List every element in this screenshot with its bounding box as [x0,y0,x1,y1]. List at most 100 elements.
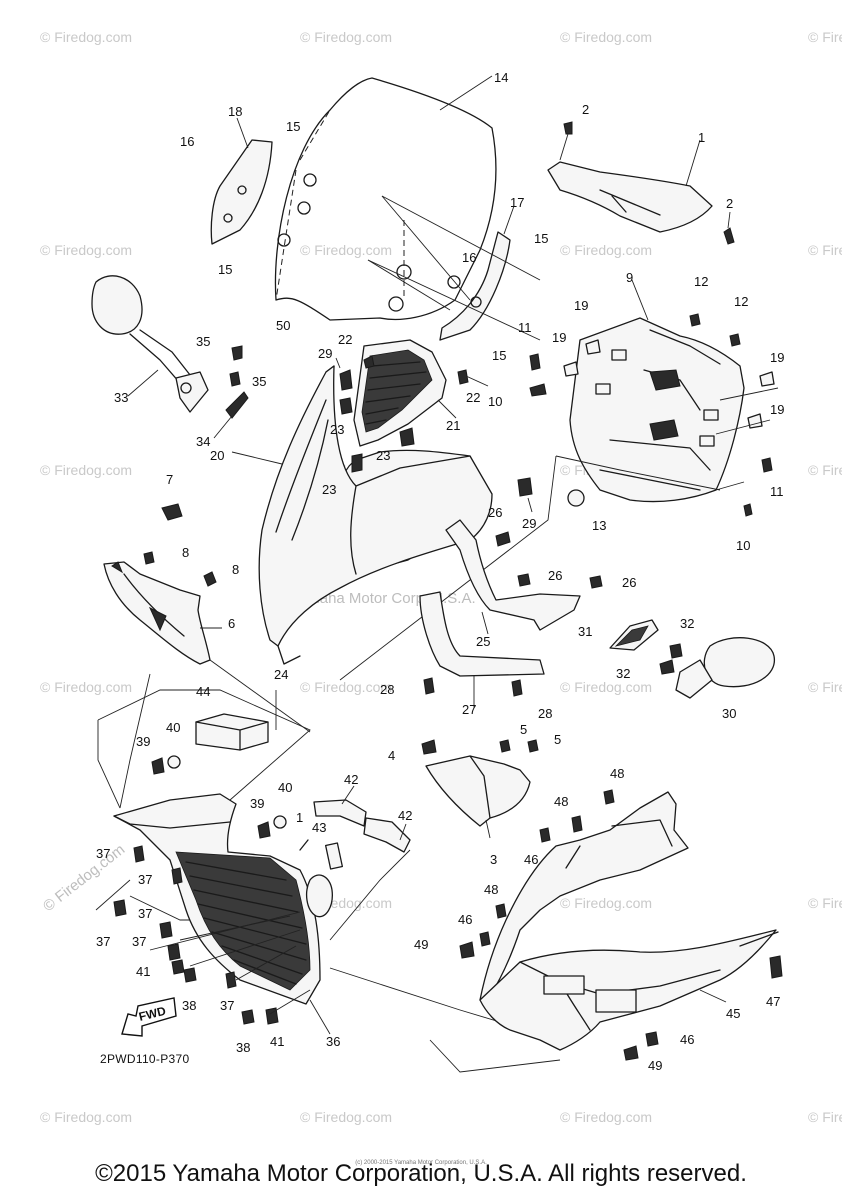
callout-label: 40 [278,780,292,795]
watermark: © Firedog.com [560,242,652,258]
callout-labels: 14 2 1 2 18 15 16 15 17 15 16 9 12 12 19… [96,70,784,1073]
callout-label: 23 [322,482,336,497]
watermark: © Firedog.com [560,29,652,45]
callout-label: 15 [218,262,232,277]
callout-label: 12 [734,294,748,309]
callout-label: 15 [492,348,506,363]
watermark: © Firedog.com [560,1109,652,1125]
callout-label: 44 [196,684,210,699]
callout-label: 19 [770,402,784,417]
watermark: © Firedog.com [808,679,842,695]
callout-label: 3 [490,852,497,867]
watermark: © Firedog.com [300,29,392,45]
mirror-right [609,619,775,699]
center-cover [421,739,539,839]
side-panel-left [103,503,222,665]
callout-label: 26 [548,568,562,583]
watermark: © Firedog.com [808,29,842,45]
callout-label: 15 [534,231,548,246]
callout-label: 24 [274,667,288,682]
callout-label: 37 [96,934,110,949]
fwd-label: FWD [137,1004,167,1024]
callout-label: 47 [766,994,780,1009]
callout-label: 48 [554,794,568,809]
callout-label: 1 [698,130,705,145]
diagram-code: 2PWD110-P370 [100,1052,190,1066]
callout-label: 48 [610,766,624,781]
callout-label: 48 [484,882,498,897]
windscreen-bracket [367,195,541,341]
windscreen [274,75,497,321]
cowl-clips [335,355,533,513]
watermark: © Firedog.com [40,29,132,45]
watermark: © Firedog.com [808,895,842,911]
callout-label: 42 [344,772,358,787]
mirror-left [91,275,209,413]
callout-label: 41 [270,1034,284,1049]
headlight-unit [353,339,457,447]
callout-label: 9 [626,270,633,285]
callout-label: 37 [96,846,110,861]
callout-label: 2 [582,102,589,117]
callout-label: 28 [380,682,394,697]
callout-label: 4 [388,748,395,763]
callout-label: 43 [312,820,326,835]
callout-label: 49 [414,937,428,952]
callout-label: 46 [680,1032,694,1047]
callout-label: 41 [136,964,150,979]
watermark: © Firedog.com [300,242,392,258]
watermark: © Firedog.com [40,462,132,478]
watermark: © Firedog.com [40,1109,132,1125]
tiny-copyright: (c) 2000-2015 Yamaha Motor Corporation, … [355,1160,487,1166]
watermark: © Firedog.com [300,679,392,695]
callout-label: 27 [462,702,476,717]
callout-label: 5 [520,722,527,737]
callout-label: 50 [276,318,290,333]
callout-label: 8 [182,545,189,560]
watermark: © Firedog.com [808,462,842,478]
callout-label: 7 [166,472,173,487]
storage-block [195,713,269,751]
side-trim-panel [210,117,273,245]
watermark: © Firedog.com [808,1109,842,1125]
callout-label: 13 [592,518,606,533]
front-cowl [231,365,493,665]
under-cowl [459,789,783,1061]
callout-label: 42 [398,808,412,823]
bolt-washer-set [151,755,287,839]
callout-label: 15 [286,119,300,134]
callout-label: 39 [136,734,150,749]
callout-label: 46 [458,912,472,927]
callout-label: 6 [228,616,235,631]
lower-cowl-grille [113,793,333,1035]
callout-label: 25 [476,634,490,649]
callout-label: 29 [522,516,536,531]
callout-label: 35 [196,334,210,349]
watermark: © Firedog.com [560,679,652,695]
callout-label: 28 [538,706,552,721]
inner-panel [339,279,779,681]
trim-strips [313,785,411,941]
callout-label: 22 [466,390,480,405]
callout-label: 31 [578,624,592,639]
callout-label: 37 [138,872,152,887]
callout-label: 30 [722,706,736,721]
callout-label: 21 [446,418,460,433]
callout-label: 23 [330,422,344,437]
callout-label: 36 [326,1034,340,1049]
callout-label: 12 [694,274,708,289]
callout-label: 37 [138,906,152,921]
callout-label: 49 [648,1058,662,1073]
callout-label: 17 [510,195,524,210]
lower-bracket-assembly [419,519,603,708]
callout-label: 32 [680,616,694,631]
mirror-stay-bracket [213,345,249,439]
lower-fasteners [113,845,311,1025]
callout-label: 14 [494,70,508,85]
watermark: © Firedog.com [560,895,652,911]
callout-label: 8 [232,562,239,577]
callout-label: 5 [554,732,561,747]
watermark: © Firedog.com [40,242,132,258]
callout-label: 11 [770,484,784,499]
callout-label: 40 [166,720,180,735]
